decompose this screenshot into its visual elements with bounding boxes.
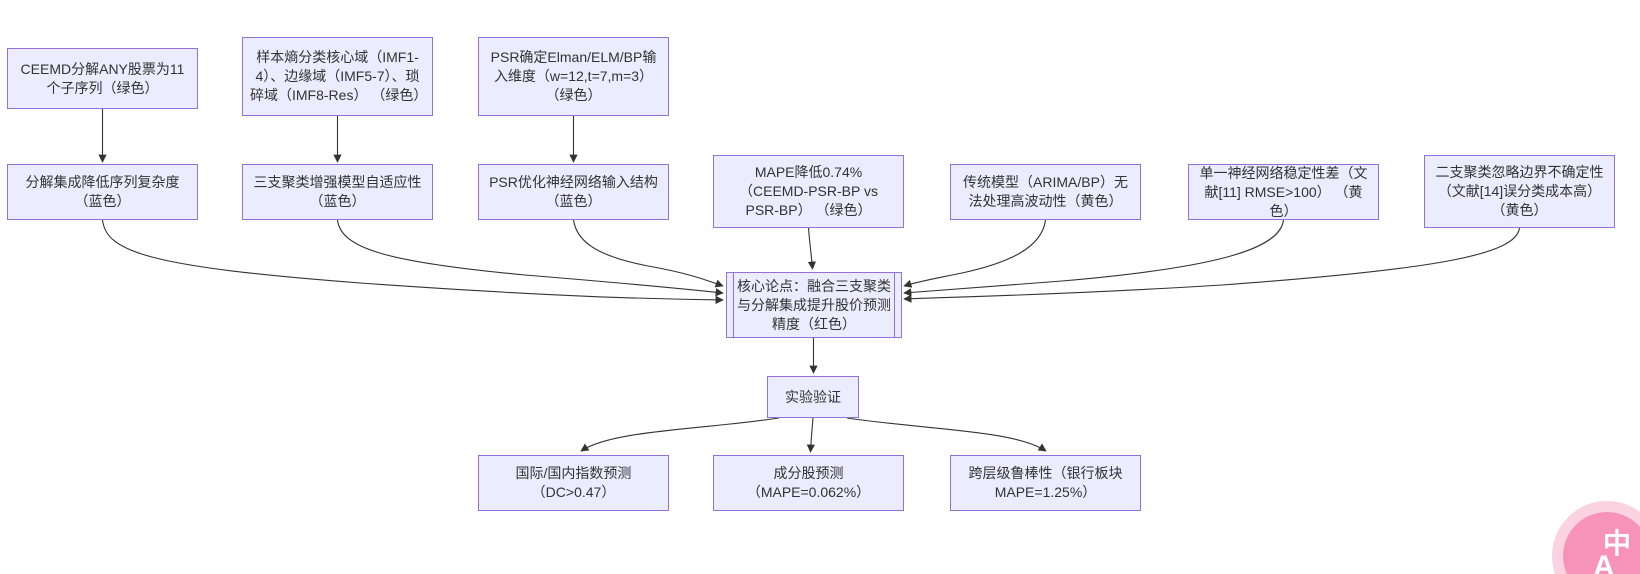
node-experimental-validation: 实验验证 xyxy=(767,376,859,418)
node-two-way-clustering-limitation: 二支聚类忽略边界不确定性（文献[14]误分类成本高）（黄色） xyxy=(1424,155,1615,228)
edge-singlenn-to-core xyxy=(903,219,1285,297)
edge-decomp-to-core xyxy=(101,219,724,304)
edge-traditional-to-core xyxy=(903,219,1047,288)
edge-threeway-to-core xyxy=(336,219,724,297)
edge-mape-to-core xyxy=(807,227,817,270)
edge-psropt-to-core xyxy=(572,219,724,288)
node-psr-optimization-benefit: PSR优化神经网络输入结构（蓝色） xyxy=(478,164,669,220)
translate-badge-char-bottom: A xyxy=(1593,550,1615,574)
node-traditional-model-limitation: 传统模型（ARIMA/BP）无法处理高波动性（黄色） xyxy=(950,164,1141,220)
node-sample-entropy-domains: 样本熵分类核心域（IMF1-4）、边缘域（IMF5-7）、琐碎域（IMF8-Re… xyxy=(242,37,433,116)
node-cross-level-robustness-result: 跨层级鲁棒性（银行板块 MAPE=1.25%） xyxy=(950,455,1141,511)
node-mape-reduction-evidence: MAPE降低0.74%（CEEMD-PSR-BP vs PSR-BP） （绿色） xyxy=(713,155,904,228)
translate-badge-char-top: 中 xyxy=(1603,528,1632,559)
edge-exp-to-intl xyxy=(580,417,780,452)
edge-twoway-to-core xyxy=(903,227,1521,303)
node-single-nn-limitation: 单一神经网络稳定性差（文献[11] RMSE>100） （黄色） xyxy=(1188,164,1379,220)
translate-badge-circle: 中 A xyxy=(1563,512,1640,574)
node-index-prediction-result: 国际/国内指数预测 （DC>0.47） xyxy=(478,455,669,511)
edge-exp-to-robust xyxy=(846,417,1047,452)
node-decomposition-benefit: 分解集成降低序列复杂度（蓝色） xyxy=(7,164,198,220)
node-component-stock-result: 成分股预测 （MAPE=0.062%） xyxy=(713,455,904,511)
node-ceemd-decomposition: CEEMD分解ANY股票为11个子序列（绿色） xyxy=(7,48,198,109)
node-core-thesis: 核心论点：融合三支聚类与分解集成提升股价预测精度（红色） xyxy=(726,272,902,338)
node-psr-input-dimension: PSR确定Elman/ELM/BP输入维度（w=12,t=7,m=3） （绿色） xyxy=(478,37,669,116)
translate-badge[interactable]: 中 A xyxy=(1552,501,1640,574)
node-three-way-clustering-benefit: 三支聚类增强模型自适应性（蓝色） xyxy=(242,164,433,220)
edge-exp-to-component xyxy=(806,417,815,453)
